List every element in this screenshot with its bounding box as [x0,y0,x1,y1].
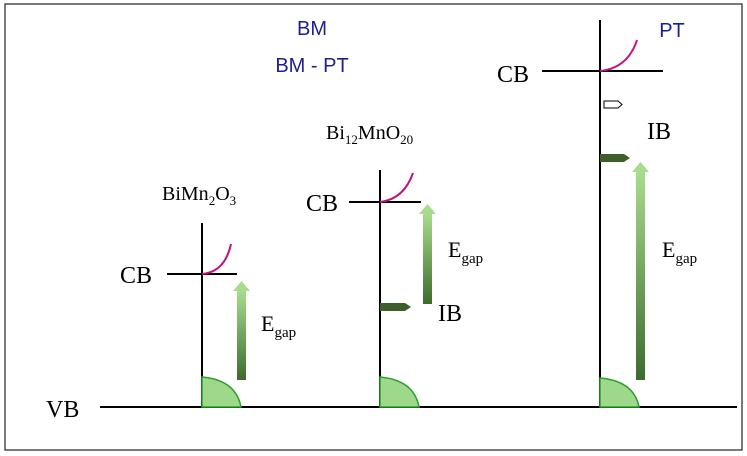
cb-label-3: CB [497,62,529,88]
egap-arrow-2 [419,204,436,304]
egap-arrow-3 [632,162,649,380]
legend-bm: BM [297,18,327,40]
ib-label-2: IB [438,301,462,327]
diagram-frame [4,3,743,451]
egap-label-2: Egap [448,237,483,267]
legend-bm-pt: BM - PT [275,55,348,77]
cb-curve-3 [599,39,638,72]
cb-label-2: CB [306,191,338,217]
formula-bi12mno20: Bi12MnO20 [326,122,413,147]
material-bimn2o3: BiMn2O3 CB Egap [120,183,296,408]
egap-label-3: Egap [662,237,697,267]
egap-label-1: Egap [261,311,296,341]
material-bi12mno20: Bi12MnO20 CB IB Egap [306,122,483,408]
material-pt: CB IB Egap [497,20,697,408]
vb-dome-2 [379,376,420,408]
ib-label-3: IB [647,119,671,145]
vb-label: VB [46,397,79,423]
cb-curve-1 [201,243,232,275]
egap-arrow-1 [233,281,250,380]
ib-marker-2 [380,303,411,311]
cb-curve-2 [379,172,414,203]
formula-bimn2o3: BiMn2O3 [162,183,236,208]
ib-marker-3 [600,154,630,162]
legend-pt: PT [659,20,685,42]
hollow-marker-3 [603,100,623,109]
cb-label-1: CB [120,263,152,289]
vb-dome-1 [201,376,242,408]
vb-dome-3 [599,377,640,408]
